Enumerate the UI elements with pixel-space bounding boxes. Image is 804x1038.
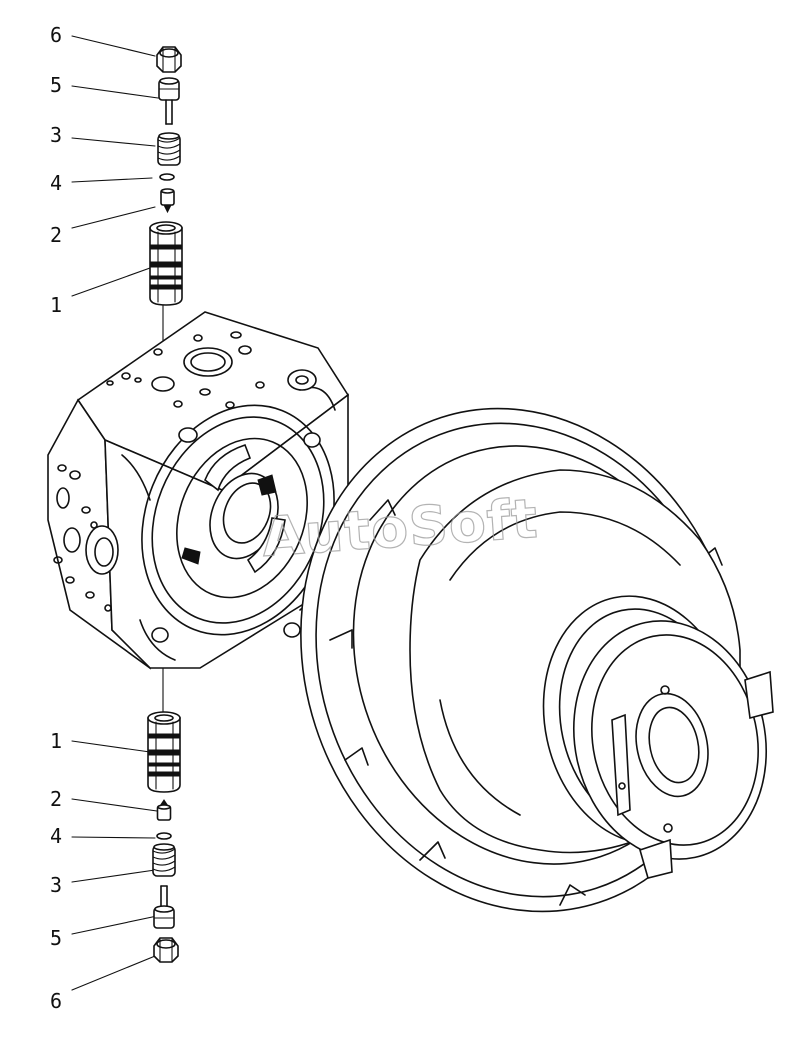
valve-housing xyxy=(47,311,350,670)
callouts-top: 6 5 3 4 2 1 xyxy=(50,23,159,317)
spring-bottom xyxy=(152,843,176,877)
callout-bottom-4: 4 xyxy=(50,824,62,848)
o-ring-top xyxy=(159,173,175,181)
callout-top-1: 1 xyxy=(50,293,62,317)
leader-top-6 xyxy=(71,35,156,57)
callout-bottom-3: 3 xyxy=(50,873,62,897)
motor-case xyxy=(300,407,774,913)
callout-top-5: 5 xyxy=(50,73,62,97)
callout-bottom-1: 1 xyxy=(50,729,62,753)
callout-top-3: 3 xyxy=(50,123,62,147)
callout-top-6: 6 xyxy=(50,23,62,47)
leader-bottom-1 xyxy=(71,740,151,753)
leader-bottom-2 xyxy=(71,798,158,812)
leader-top-2 xyxy=(71,206,156,229)
cap-nut-bottom xyxy=(153,937,179,963)
callout-bottom-5: 5 xyxy=(50,926,62,950)
spring-top xyxy=(157,132,181,166)
leader-top-1 xyxy=(71,267,151,297)
seat-top xyxy=(160,188,175,214)
callout-top-2: 2 xyxy=(50,223,62,247)
cartridge-bottom xyxy=(147,711,181,793)
top-valve-stack xyxy=(149,46,183,373)
callouts-bottom: 1 2 4 3 5 6 xyxy=(50,729,161,1013)
cartridge-top xyxy=(149,221,183,306)
bottom-valve-stack xyxy=(147,711,181,963)
callout-top-4: 4 xyxy=(50,171,62,195)
plunger-top xyxy=(158,77,180,125)
leader-top-4 xyxy=(71,177,153,183)
callout-bottom-2: 2 xyxy=(50,787,62,811)
leader-bottom-5 xyxy=(71,915,158,935)
leader-bottom-4 xyxy=(71,836,156,839)
leader-top-5 xyxy=(71,85,159,99)
seat-bottom xyxy=(156,799,172,821)
leader-bottom-3 xyxy=(71,869,156,883)
callout-bottom-6: 6 xyxy=(50,989,62,1013)
leader-top-3 xyxy=(71,137,156,147)
plunger-bottom xyxy=(153,885,175,929)
cap-nut-top xyxy=(156,46,182,73)
o-ring-bottom xyxy=(156,832,172,840)
leader-bottom-6 xyxy=(71,953,161,991)
